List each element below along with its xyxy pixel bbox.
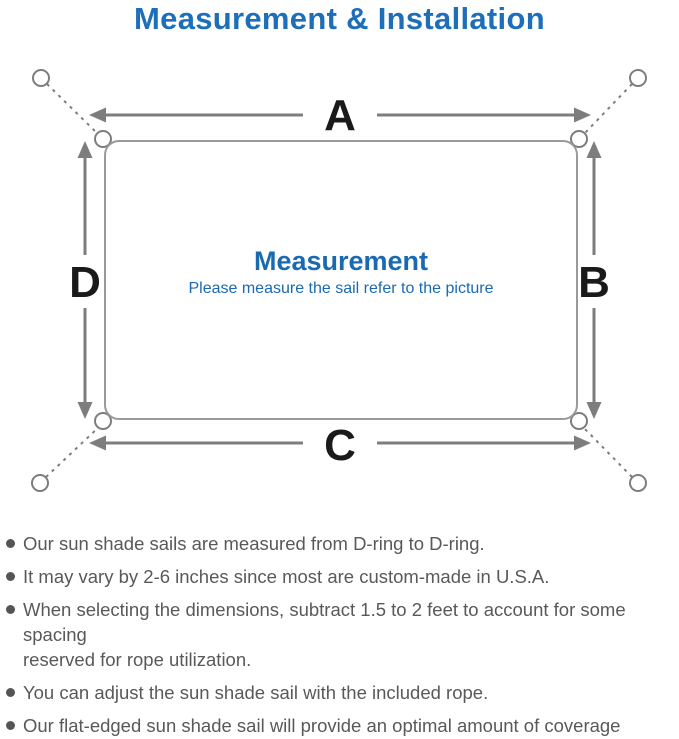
bullet-icon	[6, 539, 15, 548]
bullet-icon	[6, 605, 15, 614]
notes-list: Our sun shade sails are measured from D-…	[6, 531, 671, 739]
note-item: Our flat-edged sun shade sail will provi…	[6, 713, 671, 739]
note-item: When selecting the dimensions, subtract …	[6, 597, 671, 672]
mount-points	[31, 69, 647, 492]
bullet-icon	[6, 688, 15, 697]
note-text: Our sun shade sails are measured from D-…	[23, 533, 485, 554]
arrowhead-a-right	[574, 107, 591, 123]
bullet-icon	[6, 721, 15, 730]
d-ring-bottom-left	[94, 412, 112, 430]
dimension-label-d: D	[69, 258, 101, 307]
dimension-c	[89, 435, 591, 451]
rope-line-bottom-left	[45, 426, 100, 478]
d-ring-top-left	[94, 130, 112, 148]
center-subheading: Please measure the sail refer to the pic…	[188, 280, 493, 297]
arrowhead-d-down	[77, 402, 93, 419]
page-title: Measurement & Installation	[134, 1, 545, 36]
arrowhead-c-left	[89, 435, 106, 451]
sail-measurement-diagram: A B C D Measurement Please measure the s…	[31, 69, 647, 492]
arrowhead-d-up	[77, 141, 93, 158]
note-text: Our flat-edged sun shade sail will provi…	[23, 715, 621, 736]
note-item: It may vary by 2-6 inches since most are…	[6, 564, 671, 589]
dimension-label-a: A	[324, 91, 356, 140]
d-ring-top-right	[570, 130, 588, 148]
dimension-label-b: B	[578, 258, 610, 307]
arrowhead-a-left	[89, 107, 106, 123]
mount-point-circle-bottom-right	[629, 474, 647, 492]
sail-outline	[104, 140, 578, 420]
dimension-label-c: C	[324, 421, 356, 470]
mount-point-circle-top-right	[629, 69, 647, 87]
note-text: You can adjust the sun shade sail with t…	[23, 682, 489, 703]
center-heading: Measurement	[254, 246, 428, 276]
dimension-a	[89, 107, 591, 123]
rope-line-top-right	[582, 83, 633, 136]
arrowhead-b-down	[586, 402, 602, 419]
rope-line-bottom-right	[582, 426, 633, 478]
dimension-b	[586, 141, 602, 419]
arrowhead-c-right	[574, 435, 591, 451]
rope-line-top-left	[46, 83, 100, 136]
mount-point-circle-bottom-left	[31, 474, 49, 492]
rope-dashed-lines	[45, 83, 633, 478]
note-item: Our sun shade sails are measured from D-…	[6, 531, 671, 556]
d-rings	[94, 130, 588, 430]
note-text: It may vary by 2-6 inches since most are…	[23, 566, 550, 587]
dimension-d	[77, 141, 93, 419]
arrowhead-b-up	[586, 141, 602, 158]
bullet-icon	[6, 572, 15, 581]
note-text: When selecting the dimensions, subtract …	[23, 599, 626, 670]
mount-point-circle-top-left	[32, 69, 50, 87]
d-ring-bottom-right	[570, 412, 588, 430]
note-item: You can adjust the sun shade sail with t…	[6, 680, 671, 705]
